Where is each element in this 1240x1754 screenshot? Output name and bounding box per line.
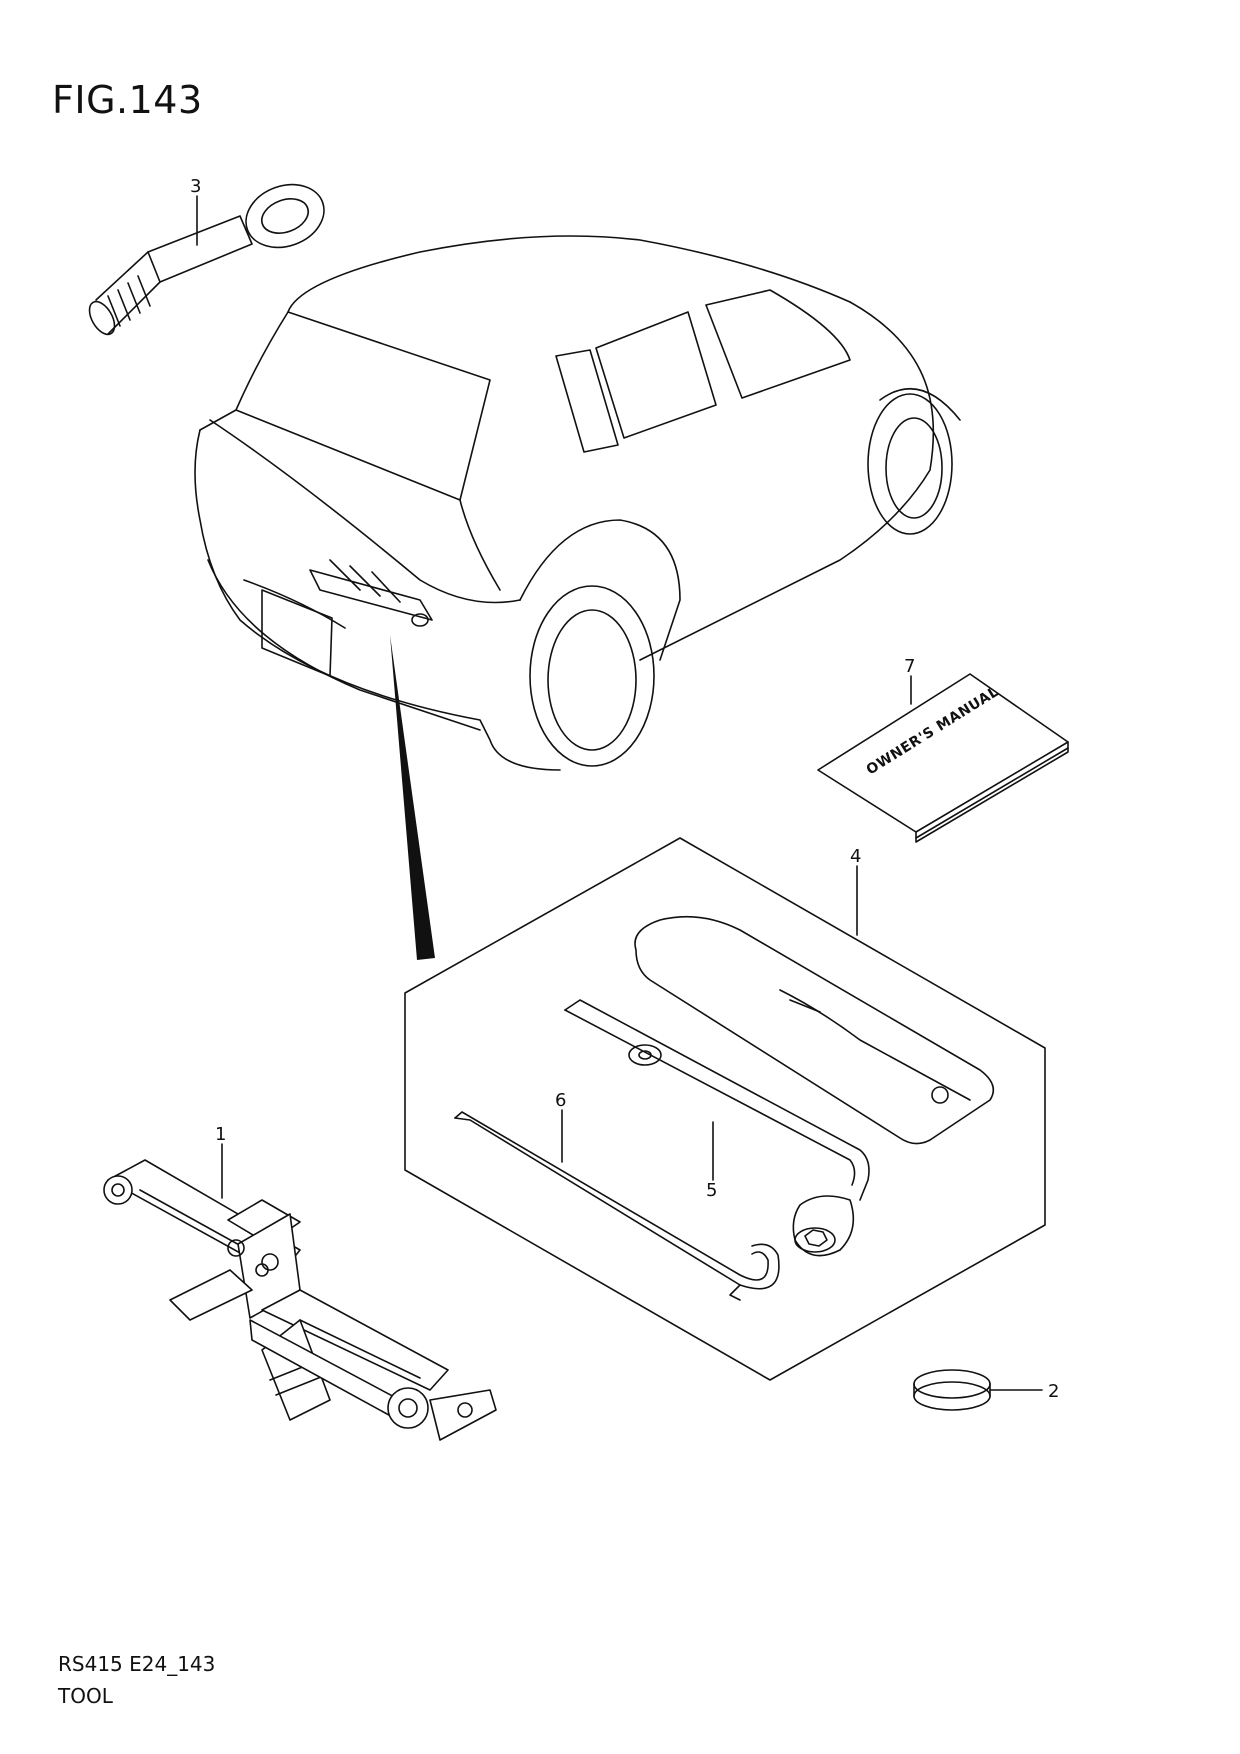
ring-illustration (913, 1369, 991, 1411)
tool-bag-illustration (634, 915, 995, 1145)
callout-2: 2 (1048, 1381, 1059, 1402)
tow-hook-illustration (88, 183, 325, 336)
scissor-jack-illustration (103, 1159, 497, 1441)
pointer-arrow (390, 635, 435, 960)
callout-1: 1 (215, 1124, 226, 1145)
tool-kit-panel (404, 837, 1046, 1381)
group-name: TOOL (58, 1684, 113, 1708)
model-code: RS415 E24_143 (58, 1652, 216, 1676)
jack-handle-illustration (454, 1111, 780, 1301)
callout-7: 7 (904, 656, 915, 677)
figure-title: FIG.143 (52, 78, 203, 122)
callout-6: 6 (555, 1090, 566, 1111)
callout-4: 4 (850, 846, 861, 867)
wheel-wrench-illustration (564, 999, 870, 1257)
car-illustration (194, 235, 961, 771)
callout-5: 5 (706, 1180, 717, 1201)
callout-3: 3 (190, 176, 201, 197)
stowed-jack-illustration (309, 559, 433, 627)
owners-manual-illustration: OWNER'S MANUAL (817, 673, 1069, 843)
